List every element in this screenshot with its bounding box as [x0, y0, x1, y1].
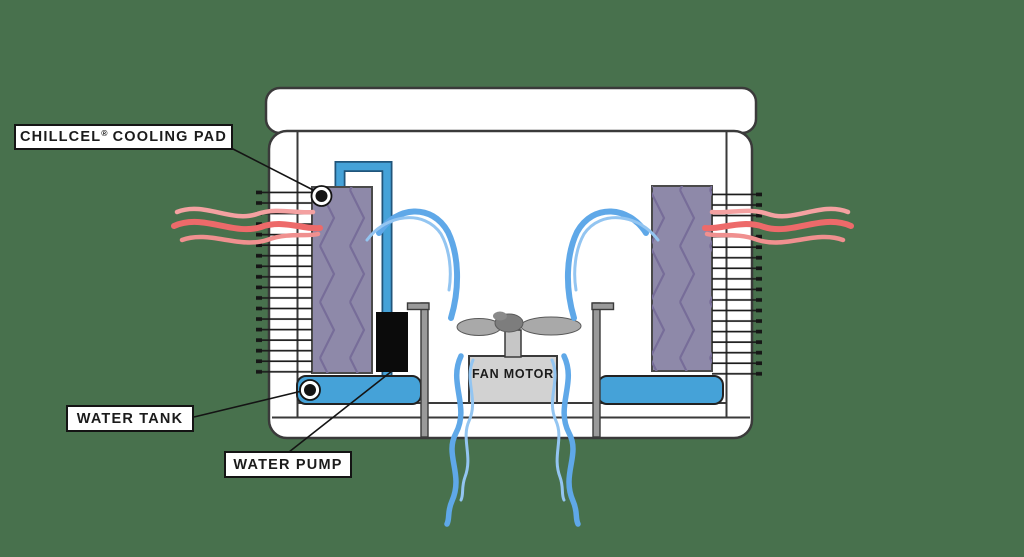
callout-line-water-tank: [193, 389, 307, 418]
fan-hub-cap: [493, 311, 507, 321]
louvers-right: [712, 189, 762, 378]
label-cooling-pad-rest: COOLING PAD: [112, 129, 227, 145]
callout-dot-water-tank: [299, 379, 321, 401]
water-pipe: [336, 162, 391, 378]
cool-air-downdraft-right: [550, 353, 581, 527]
cooling-pad-left: [311, 186, 373, 374]
water-pump: [376, 312, 408, 372]
callout-dot-cooling-pad: [310, 185, 333, 207]
support-left: [406, 302, 430, 438]
louvers-left: [256, 187, 312, 378]
cooler-lid: [264, 86, 758, 135]
label-water-tank: WATER TANK: [66, 405, 194, 432]
label-water-pump: WATER PUMP: [224, 451, 352, 478]
cooling-pad-right: [651, 185, 713, 372]
label-fan-motor: FAN MOTOR: [472, 367, 554, 381]
fan-shaft: [504, 329, 522, 358]
cool-air-stream-left: [365, 208, 461, 321]
label-cooling-pad-name: CHILLCEL: [20, 129, 102, 145]
label-cooling-pad: CHILLCEL® COOLING PAD: [14, 124, 233, 150]
cool-air-stream-right: [565, 208, 660, 321]
registered-trademark-icon: ®: [101, 128, 108, 138]
support-right: [591, 302, 615, 438]
warm-air-stream-right: [702, 206, 854, 245]
fan-blade-left: [456, 318, 502, 336]
cool-air-downdraft-left: [444, 353, 475, 527]
warm-air-stream-left: [171, 206, 323, 245]
callout-line-cooling-pad: [230, 147, 320, 194]
water-tank-right: [597, 375, 724, 405]
callout-line-water-pump: [288, 370, 393, 453]
